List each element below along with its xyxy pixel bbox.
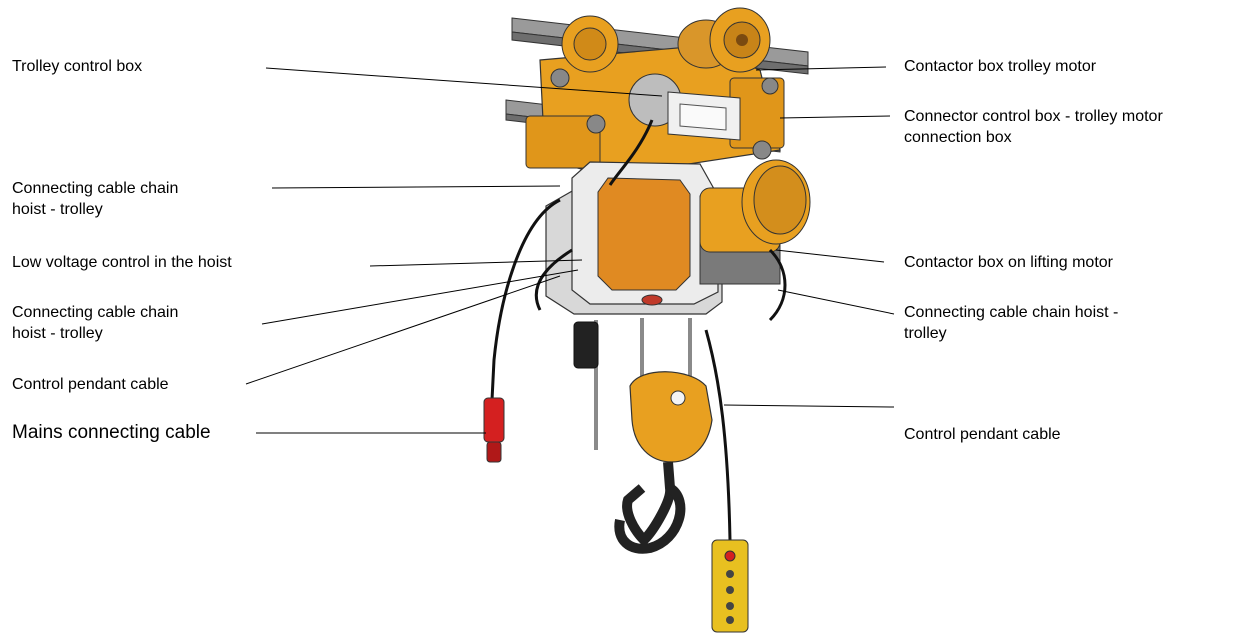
label-connecting-cable-left-2: Connecting cable chain hoist - trolley — [12, 302, 178, 344]
label-low-voltage-control: Low voltage control in the hoist — [12, 254, 232, 271]
cables — [490, 119, 787, 541]
lifting-motor — [699, 159, 811, 253]
label-connector-control-box-line1: Connector control box - trolley motor — [904, 108, 1163, 125]
label-connecting-cable-right-line1: Connecting cable chain hoist - — [904, 304, 1119, 321]
mains-plug — [483, 397, 505, 463]
hoist-body — [545, 161, 781, 315]
chain-guide — [573, 321, 599, 369]
trolley-frame — [525, 15, 785, 177]
label-connecting-cable-right: Connecting cable chain hoist - trolley — [904, 302, 1118, 344]
label-connector-control-box: Connector control box - trolley motor co… — [904, 106, 1163, 148]
label-contactor-box-lifting-motor: Contactor box on lifting motor — [904, 254, 1113, 271]
label-connector-control-box-line2: connection box — [904, 129, 1012, 146]
label-connecting-cable-left-2-line1: Connecting cable chain — [12, 304, 179, 321]
label-control-pendant-cable-left: Control pendant cable — [12, 376, 169, 393]
trolley-control-box — [667, 91, 741, 141]
leader-lines — [245, 66, 895, 434]
control-pendant — [711, 539, 749, 633]
label-connecting-cable-left-2-line2: hoist - trolley — [12, 325, 103, 342]
trolley-motor — [677, 7, 771, 73]
hook-block — [614, 371, 713, 554]
label-contactor-box-trolley-motor: Contactor box trolley motor — [904, 58, 1097, 75]
label-connecting-cable-left-1: Connecting cable chain hoist - trolley — [12, 178, 178, 220]
label-trolley-control-box: Trolley control box — [12, 58, 143, 75]
label-connecting-cable-left-1-line1: Connecting cable chain — [12, 180, 179, 197]
label-connecting-cable-left-1-line2: hoist - trolley — [12, 201, 103, 218]
label-mains-connecting-cable: Mains connecting cable — [12, 422, 211, 443]
label-connecting-cable-right-line2: trolley — [904, 325, 947, 342]
label-control-pendant-cable-right: Control pendant cable — [904, 426, 1061, 443]
